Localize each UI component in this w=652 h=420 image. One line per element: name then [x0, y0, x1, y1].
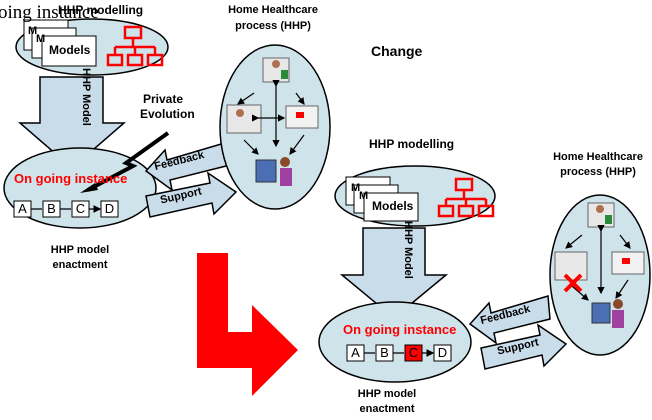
top-process-title-line1: Home Healthcare [228, 4, 318, 16]
top-process-actors [226, 57, 319, 186]
private-evolution-line2: Evolution [140, 107, 195, 121]
top-steps [13, 200, 119, 218]
top-enactment-line1: HHP model [50, 244, 110, 256]
bottom-modelling-title: HHP modelling [369, 137, 455, 151]
top-hhp-model-label: HHP Model [80, 68, 92, 126]
bottom-steps [346, 344, 452, 362]
bottom-hhp-model-label: HHP Model [402, 221, 414, 279]
bottom-ongoing-instance: On going instance [343, 322, 457, 337]
bottom-enactment-line1: HHP model [357, 388, 417, 400]
top-feedback-arrow [144, 141, 231, 192]
bottom-process-title-line1: Home Healthcare [553, 151, 643, 163]
top-model-m2: M [36, 33, 46, 45]
top-model-m1: M [28, 25, 38, 37]
top-clipped-text: oing instance [0, 2, 99, 23]
top-step-a: A [18, 201, 27, 216]
bottom-enactment-line2: enactment [359, 403, 415, 415]
bottom-step-c: C [408, 345, 419, 360]
bottom-step-d: D [437, 345, 448, 360]
bottom-model-m1: M [351, 182, 361, 194]
private-evolution-line1: Private [143, 92, 184, 106]
top-step-d: D [104, 201, 115, 216]
bottom-feedback-arrow [468, 295, 551, 345]
bottom-models-stack [345, 176, 419, 222]
top-process-arrows [237, 80, 305, 155]
top-process-title-line2: process (HHP) [235, 20, 311, 32]
bottom-instance-ellipse [318, 301, 472, 383]
top-step-c: C [75, 201, 86, 216]
top-models-stack [23, 19, 97, 67]
bottom-process-arrows [565, 225, 631, 301]
top-step-b: B [47, 201, 56, 216]
top-hhp-model-arrow [17, 76, 127, 169]
bottom-process-title-line2: process (HHP) [560, 166, 636, 178]
bottom-hhp-model-arrow [339, 227, 449, 319]
bottom-org-chart-icon [437, 177, 495, 218]
top-ongoing-instance: On going instance [14, 171, 128, 186]
top-enactment-line2: enactment [52, 259, 108, 271]
bottom-support-arrow [480, 323, 568, 370]
change-label: Change [371, 43, 423, 59]
private-evolution-bolt [80, 131, 170, 193]
bottom-step-b: B [380, 345, 389, 360]
bottom-process-actors [554, 202, 645, 328]
bottom-process-cross-icon [563, 273, 583, 293]
bottom-step-a: A [351, 345, 360, 360]
bottom-models-label: Models [372, 199, 414, 213]
top-modelling-title: HHP modelling [58, 3, 144, 17]
bottom-model-m2: M [359, 190, 369, 202]
top-models-label: Models [49, 43, 91, 57]
change-arrow [197, 253, 298, 396]
top-org-chart-icon [106, 25, 164, 67]
top-support-arrow [145, 171, 238, 218]
